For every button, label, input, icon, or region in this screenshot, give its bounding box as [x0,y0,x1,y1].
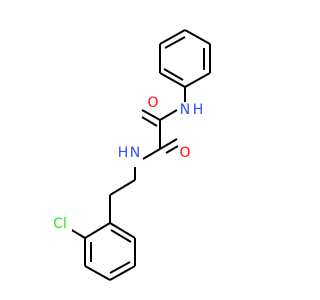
bond [109,222,136,239]
bond [159,138,178,150]
chemical-structure-diagram: O N H H N O Cl [50,29,211,281]
bond [159,72,186,88]
hydrogen-atom-label: H [118,145,129,161]
bonds [69,29,211,281]
oxygen-atom-label: O [179,145,190,161]
bond [84,222,111,239]
nitrogen-atom-label: N [180,102,190,118]
bond [164,36,186,49]
bond [110,229,132,243]
oxygen-atom-label: O [147,95,158,111]
bond [141,109,161,121]
bond [159,29,186,45]
bond [141,116,158,127]
bond [165,145,179,154]
bond [69,228,86,239]
bond [184,29,211,45]
bond [159,109,178,121]
bond [109,265,136,281]
chlorine-atom-label: Cl [53,216,67,232]
bond [109,261,131,274]
atom-labels: O N H H N O Cl [50,95,203,232]
bond [84,265,111,281]
hydrogen-atom-label: H [193,102,204,118]
bond [184,72,211,88]
bond [142,148,161,160]
nitrogen-atom-label: N [130,145,140,161]
bond [109,179,136,196]
bond [163,68,184,81]
